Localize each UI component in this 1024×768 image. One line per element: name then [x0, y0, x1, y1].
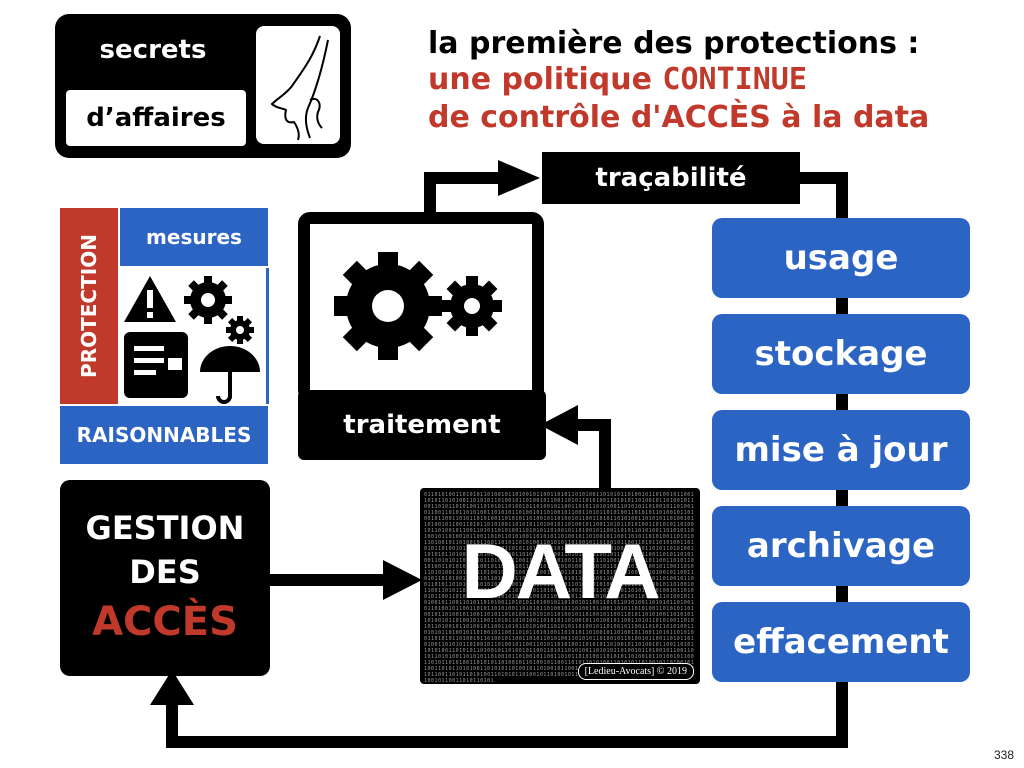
badge-affaires-label: d’affaires — [86, 103, 226, 133]
secure-document-icon — [124, 332, 188, 398]
mesures-label: mesures — [120, 208, 268, 266]
traitement-label: traitement — [298, 390, 546, 460]
binary-pattern: 0110101001101010110100101101001011001101… — [424, 492, 695, 684]
loop-line — [166, 172, 848, 748]
gestion-line-2: DES — [129, 553, 201, 591]
data-box: 0110101001101010110100101101001011001101… — [420, 488, 700, 684]
protection-side-bar — [60, 208, 118, 404]
title-continue: CONTINUE — [662, 62, 807, 97]
gestion-line-1: GESTION — [85, 509, 245, 547]
lifecycle-usage: usage — [712, 218, 970, 298]
data-label: DATA — [461, 527, 660, 615]
raisonnables-label: RAISONNABLES — [60, 406, 268, 464]
lifecycle-stockage: stockage — [712, 314, 970, 394]
gestion-acces-box: GESTION DES ACCÈS — [60, 480, 270, 676]
umbrella-icon — [200, 346, 260, 404]
title-line-3: de contrôle d'ACCÈS à la data — [428, 100, 930, 135]
title-line-2: une politique CONTINUE — [428, 62, 807, 97]
tracabilite-label: traçabilité — [542, 152, 800, 204]
gestion-line-3: ACCÈS — [92, 599, 238, 645]
gear-icon-tiny — [226, 316, 254, 344]
large-gear-icon — [334, 252, 442, 360]
page-number: 338 — [993, 748, 1014, 762]
lifecycle-effacement: effacement — [712, 602, 970, 682]
lifecycle-stack: usage stockage mise à jour archivage eff… — [712, 218, 970, 684]
gear-icon-small — [184, 276, 232, 324]
arrow-to-tracabilite — [424, 172, 500, 215]
medium-gear-icon — [442, 276, 502, 336]
arrow-to-traitement — [575, 419, 611, 488]
protection-icons-frame — [120, 268, 269, 404]
data-copyright: [Ledieu-Avocats] © 2019 — [577, 663, 694, 680]
title-line-2-a: une politique — [428, 62, 663, 97]
badge-secrets-label: secrets — [99, 35, 207, 65]
title-line-1: la première des protections : — [428, 26, 920, 61]
lifecycle-archivage: archivage — [712, 506, 970, 586]
lifecycle-mise-a-jour: mise à jour — [712, 410, 970, 490]
badge-affaires-box — [66, 90, 246, 146]
